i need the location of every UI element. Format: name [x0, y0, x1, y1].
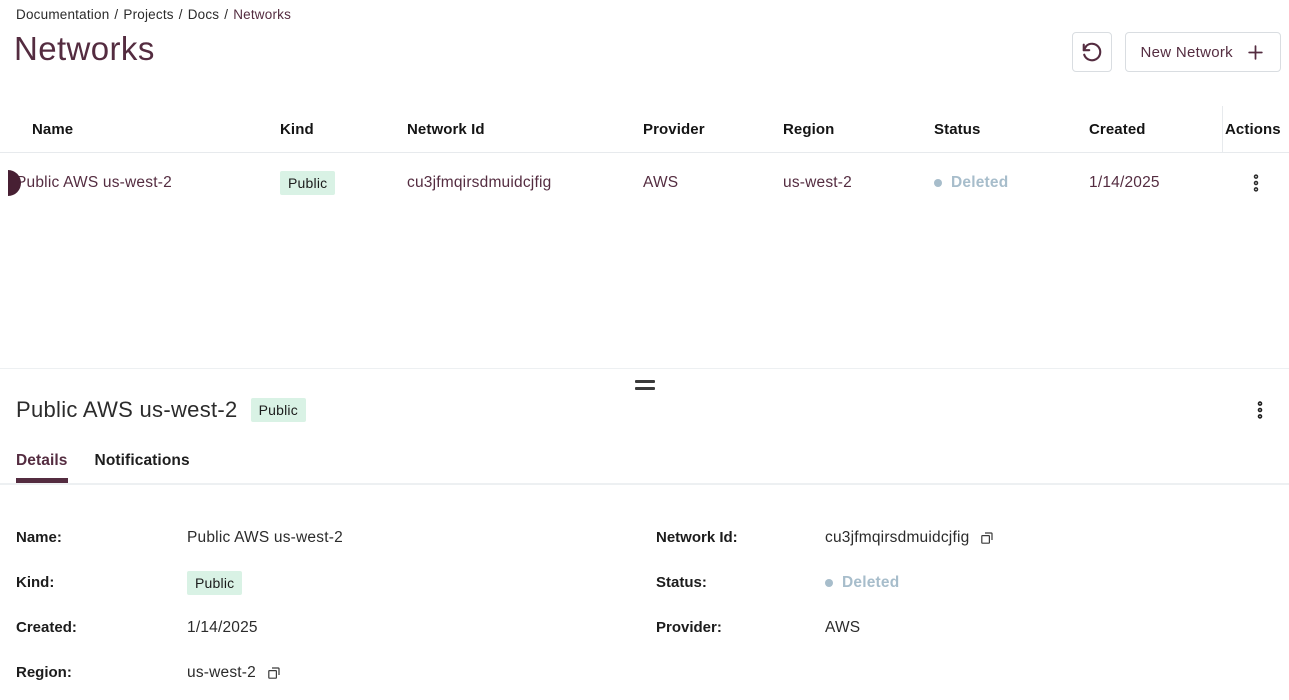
column-header-created: Created: [1089, 120, 1146, 138]
drawer-kind-badge: Public: [250, 398, 306, 422]
table-row[interactable]: Public AWS us-west-2 Public cu3jfmqirsdm…: [0, 153, 1289, 213]
status-dot: [825, 578, 833, 587]
cell-region: us-west-2: [783, 174, 852, 191]
copy-network-id-button[interactable]: [980, 531, 994, 545]
row-actions-menu-button[interactable]: [1247, 170, 1265, 196]
column-header-kind: Kind: [280, 120, 314, 138]
detail-value-text: 1/14/2025: [187, 618, 258, 636]
drawer-header: Public AWS us-west-2 Public: [0, 397, 1289, 423]
detail-value: Public: [187, 570, 656, 595]
detail-row-name: Name: Public AWS us-west-2: [16, 515, 656, 560]
details-column-right: Network Id: cu3jfmqirsdmuidcjfig Status:: [656, 515, 1273, 695]
drawer-actions-menu-button[interactable]: [1251, 397, 1269, 423]
cell-name: Public AWS us-west-2: [16, 174, 172, 191]
detail-value: AWS: [825, 619, 1273, 637]
detail-row-kind: Kind: Public: [16, 560, 656, 605]
detail-value: Deleted: [825, 574, 1273, 592]
kind-badge: Public: [280, 171, 336, 195]
status-label: Deleted: [951, 174, 1009, 191]
page-header: Networks New Network: [0, 22, 1289, 72]
refresh-button[interactable]: [1071, 32, 1112, 72]
copy-region-button[interactable]: [267, 666, 281, 680]
drag-handle[interactable]: [634, 380, 655, 390]
toolbar: New Network: [1071, 32, 1281, 72]
details-drawer: Public AWS us-west-2 Public Details Noti…: [0, 368, 1289, 700]
networks-table: Name Kind Network Id Provider Region Sta…: [0, 106, 1289, 213]
cell-kind: Public: [264, 171, 391, 195]
breadcrumb-current: Networks: [233, 7, 292, 22]
detail-label: Kind:: [16, 574, 55, 591]
column-header-region: Region: [783, 120, 835, 138]
breadcrumb-separator: /: [178, 7, 183, 22]
drawer-tabs: Details Notifications: [0, 452, 1289, 485]
details-column-left: Name: Public AWS us-west-2 Kind: Public …: [16, 515, 656, 695]
copy-icon: [981, 531, 994, 544]
cell-network-id: cu3jfmqirsdmuidcjfig: [407, 174, 552, 191]
breadcrumb-link-documentation[interactable]: Documentation: [16, 7, 110, 22]
plus-icon: [1248, 44, 1263, 60]
tab-notifications[interactable]: Notifications: [94, 452, 190, 469]
new-network-label: New Network: [1140, 43, 1233, 61]
detail-label: Created:: [16, 619, 77, 636]
detail-value: Public AWS us-west-2: [187, 529, 656, 547]
more-vertical-icon: [1253, 174, 1258, 192]
breadcrumb-separator: /: [224, 7, 229, 22]
breadcrumb-link-projects[interactable]: Projects: [123, 7, 174, 22]
tab-details[interactable]: Details: [16, 452, 68, 483]
more-vertical-icon: [1257, 401, 1263, 419]
column-header-actions: Actions: [1222, 106, 1289, 152]
detail-value: us-west-2: [187, 664, 656, 682]
selected-row-indicator: [8, 170, 21, 196]
detail-value-text: Public AWS us-west-2: [187, 528, 343, 546]
column-header-status: Status: [934, 120, 981, 138]
detail-row-region: Region: us-west-2: [16, 650, 656, 695]
cell-status: Deleted: [918, 174, 1073, 192]
detail-label: Network Id:: [656, 529, 738, 546]
detail-value-text: cu3jfmqirsdmuidcjfig: [825, 528, 970, 546]
copy-icon: [268, 666, 280, 679]
details-panel: Name: Public AWS us-west-2 Kind: Public …: [0, 485, 1289, 695]
status-badge: Deleted: [825, 574, 899, 592]
table-header-row: Name Kind Network Id Provider Region Sta…: [0, 106, 1289, 153]
detail-value: 1/14/2025: [187, 619, 656, 637]
detail-row-provider: Provider: AWS: [656, 605, 1273, 650]
drawer-title: Public AWS us-west-2: [16, 397, 238, 422]
detail-row-created: Created: 1/14/2025: [16, 605, 656, 650]
detail-value-text: us-west-2: [187, 663, 256, 681]
cell-actions: [1222, 170, 1289, 196]
detail-label: Region:: [16, 664, 72, 681]
status-dot: [934, 179, 942, 187]
detail-label: Name:: [16, 529, 62, 546]
breadcrumb: Documentation / Projects / Docs / Networks: [0, 0, 1289, 22]
breadcrumb-separator: /: [114, 7, 119, 22]
column-header-name: Name: [32, 120, 74, 138]
kind-badge: Public: [187, 570, 243, 595]
column-header-network-id: Network Id: [407, 120, 485, 138]
detail-row-network-id: Network Id: cu3jfmqirsdmuidcjfig: [656, 515, 1273, 560]
detail-label: Status:: [656, 574, 707, 591]
new-network-button[interactable]: New Network: [1124, 32, 1281, 72]
rotate-ccw-icon: [1082, 42, 1101, 62]
cell-provider: AWS: [643, 174, 679, 191]
column-header-provider: Provider: [643, 120, 705, 138]
breadcrumb-link-docs[interactable]: Docs: [187, 7, 220, 22]
detail-label: Provider:: [656, 619, 722, 636]
detail-value-text: AWS: [825, 618, 861, 636]
status-badge: Deleted: [934, 174, 1008, 192]
cell-created: 1/14/2025: [1089, 174, 1160, 191]
status-label: Deleted: [842, 573, 900, 591]
page-title: Networks: [14, 30, 155, 67]
detail-value: cu3jfmqirsdmuidcjfig: [825, 529, 1273, 547]
detail-row-status: Status: Deleted: [656, 560, 1273, 605]
